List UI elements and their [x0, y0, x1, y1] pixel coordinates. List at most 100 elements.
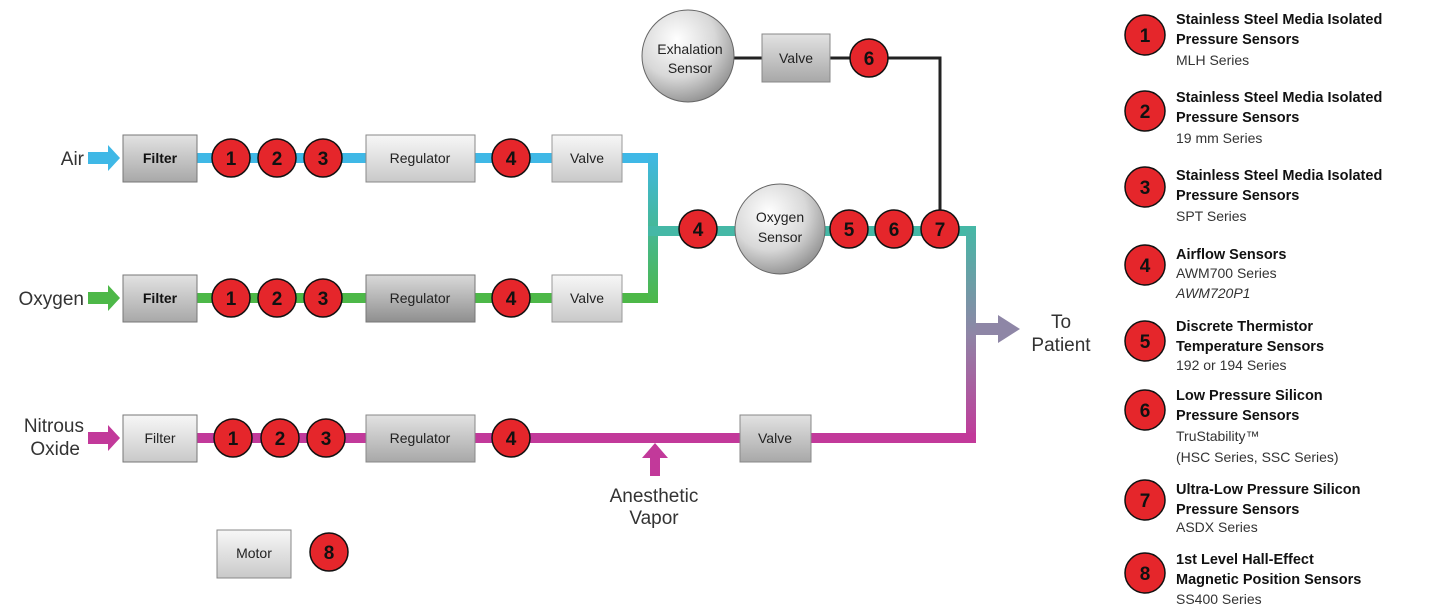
to-patient-label-line2: Patient — [1031, 335, 1091, 356]
svg-text:3: 3 — [318, 149, 329, 170]
badge-oxygen-1: 1 — [211, 278, 251, 318]
oxygen-regulator: Regulator — [365, 274, 476, 323]
svg-text:(HSC Series, SSC Series): (HSC Series, SSC Series) — [1176, 449, 1339, 465]
svg-text:Pressure Sensors: Pressure Sensors — [1176, 32, 1299, 48]
oxygen-pipe-after-valve — [622, 293, 658, 303]
to-patient-arrow — [976, 315, 1020, 343]
svg-text:192 or 194 Series: 192 or 194 Series — [1176, 357, 1287, 373]
svg-text:19 mm Series: 19 mm Series — [1176, 130, 1262, 146]
oxygen-sensor: Oxygen Sensor — [734, 183, 826, 275]
badge-oxygen-4: 4 — [491, 278, 531, 318]
legend-item-7: 7 Ultra-Low Pressure Silicon Pressure Se… — [1124, 479, 1361, 535]
badge-mixed-4: 4 — [678, 209, 718, 249]
to-patient-label-line1: To — [1051, 312, 1071, 333]
svg-text:6: 6 — [864, 49, 875, 70]
oxygen-filter: Filter — [122, 274, 198, 323]
svg-text:Sensor: Sensor — [668, 60, 713, 76]
nitrous-line — [88, 425, 976, 451]
svg-text:Stainless Steel Media Isolated: Stainless Steel Media Isolated — [1176, 168, 1382, 184]
svg-text:Temperature Sensors: Temperature Sensors — [1176, 339, 1324, 355]
svg-text:Stainless Steel Media Isolated: Stainless Steel Media Isolated — [1176, 90, 1382, 106]
svg-text:Discrete Thermistor: Discrete Thermistor — [1176, 319, 1313, 335]
svg-text:Valve: Valve — [570, 290, 604, 306]
badge-motor-8: 8 — [309, 532, 349, 572]
air-input-arrow — [88, 145, 120, 171]
badge-exhalation-6: 6 — [849, 38, 889, 78]
legend-item-1: 1 Stainless Steel Media Isolated Pressur… — [1124, 12, 1382, 68]
nitrous-input-arrow — [88, 425, 120, 451]
svg-text:Airflow Sensors: Airflow Sensors — [1176, 247, 1286, 263]
nitrous-valve: Valve — [739, 414, 812, 463]
legend-item-2: 2 Stainless Steel Media Isolated Pressur… — [1124, 90, 1382, 146]
svg-text:6: 6 — [1140, 401, 1151, 422]
air-filter: Filter — [122, 134, 198, 183]
svg-text:Pressure Sensors: Pressure Sensors — [1176, 502, 1299, 518]
badge-mixed-6: 6 — [874, 209, 914, 249]
legend-item-6: 6 Low Pressure Silicon Pressure Sensors … — [1124, 388, 1339, 465]
svg-text:3: 3 — [321, 429, 332, 450]
svg-text:Pressure Sensors: Pressure Sensors — [1176, 408, 1299, 424]
svg-text:Valve: Valve — [570, 150, 604, 166]
svg-text:Pressure Sensors: Pressure Sensors — [1176, 188, 1299, 204]
nitrous-regulator: Regulator — [365, 414, 476, 463]
nitrous-pipe — [197, 433, 976, 443]
svg-text:Low Pressure Silicon: Low Pressure Silicon — [1176, 388, 1323, 404]
badge-air-3: 3 — [303, 138, 343, 178]
svg-text:Filter: Filter — [143, 150, 178, 166]
air-pipe-after-valve — [622, 153, 658, 163]
svg-text:Valve: Valve — [758, 430, 792, 446]
badge-air-4: 4 — [491, 138, 531, 178]
svg-text:1: 1 — [228, 429, 239, 450]
svg-text:Regulator: Regulator — [390, 430, 451, 446]
svg-text:TruStability™: TruStability™ — [1176, 428, 1260, 444]
svg-text:Exhalation: Exhalation — [657, 41, 722, 57]
nitrous-label-line2: Oxide — [30, 439, 80, 460]
badge-oxygen-3: 3 — [303, 278, 343, 318]
air-label: Air — [61, 149, 85, 170]
badge-mixed-7: 7 — [920, 209, 960, 249]
svg-text:6: 6 — [889, 220, 900, 241]
svg-text:5: 5 — [844, 220, 855, 241]
svg-text:Stainless Steel Media Isolated: Stainless Steel Media Isolated — [1176, 12, 1382, 28]
motor: Motor — [216, 529, 292, 579]
exhalation-sensor: Exhalation Sensor — [641, 9, 735, 103]
badge-nitrous-4: 4 — [491, 418, 531, 458]
svg-text:2: 2 — [275, 429, 286, 450]
svg-text:SPT Series: SPT Series — [1176, 208, 1247, 224]
legend-item-4: 4 Airflow Sensors AWM700 Series AWM720P1 — [1124, 244, 1286, 301]
legend-item-5: 5 Discrete Thermistor Temperature Sensor… — [1124, 319, 1324, 373]
svg-text:2: 2 — [272, 149, 283, 170]
svg-text:3: 3 — [1140, 178, 1151, 199]
badge-oxygen-2: 2 — [257, 278, 297, 318]
svg-text:1: 1 — [1140, 26, 1151, 47]
svg-text:1: 1 — [226, 149, 237, 170]
anesthetic-vapor-label-line2: Vapor — [629, 508, 679, 529]
svg-text:Filter: Filter — [143, 290, 178, 306]
oxygen-label: Oxygen — [19, 289, 84, 310]
badge-air-1: 1 — [211, 138, 251, 178]
nitrous-label-line1: Nitrous — [24, 416, 84, 437]
svg-text:3: 3 — [318, 289, 329, 310]
oxygen-input-arrow — [88, 285, 120, 311]
svg-text:Pressure Sensors: Pressure Sensors — [1176, 110, 1299, 126]
svg-text:1: 1 — [226, 289, 237, 310]
svg-text:1st Level Hall-Effect: 1st Level Hall-Effect — [1176, 552, 1314, 568]
svg-text:Filter: Filter — [144, 430, 175, 446]
svg-text:2: 2 — [272, 289, 283, 310]
svg-text:Ultra-Low Pressure Silicon: Ultra-Low Pressure Silicon — [1176, 482, 1361, 498]
air-regulator: Regulator — [365, 134, 476, 183]
nitrous-filter: Filter — [122, 414, 198, 463]
svg-text:8: 8 — [324, 543, 335, 564]
anesthetic-vapor-label-line1: Anesthetic — [610, 486, 699, 507]
svg-text:7: 7 — [1140, 491, 1151, 512]
svg-text:AWM720P1: AWM720P1 — [1175, 285, 1250, 301]
badge-nitrous-2: 2 — [260, 418, 300, 458]
svg-text:Regulator: Regulator — [390, 150, 451, 166]
svg-text:4: 4 — [693, 220, 704, 241]
legend: 1 Stainless Steel Media Isolated Pressur… — [1124, 12, 1382, 607]
exhalation-valve: Valve — [761, 33, 831, 83]
svg-text:ASDX Series: ASDX Series — [1176, 519, 1258, 535]
svg-text:Sensor: Sensor — [758, 229, 803, 245]
svg-text:2: 2 — [1140, 102, 1151, 123]
svg-text:Oxygen: Oxygen — [756, 209, 804, 225]
